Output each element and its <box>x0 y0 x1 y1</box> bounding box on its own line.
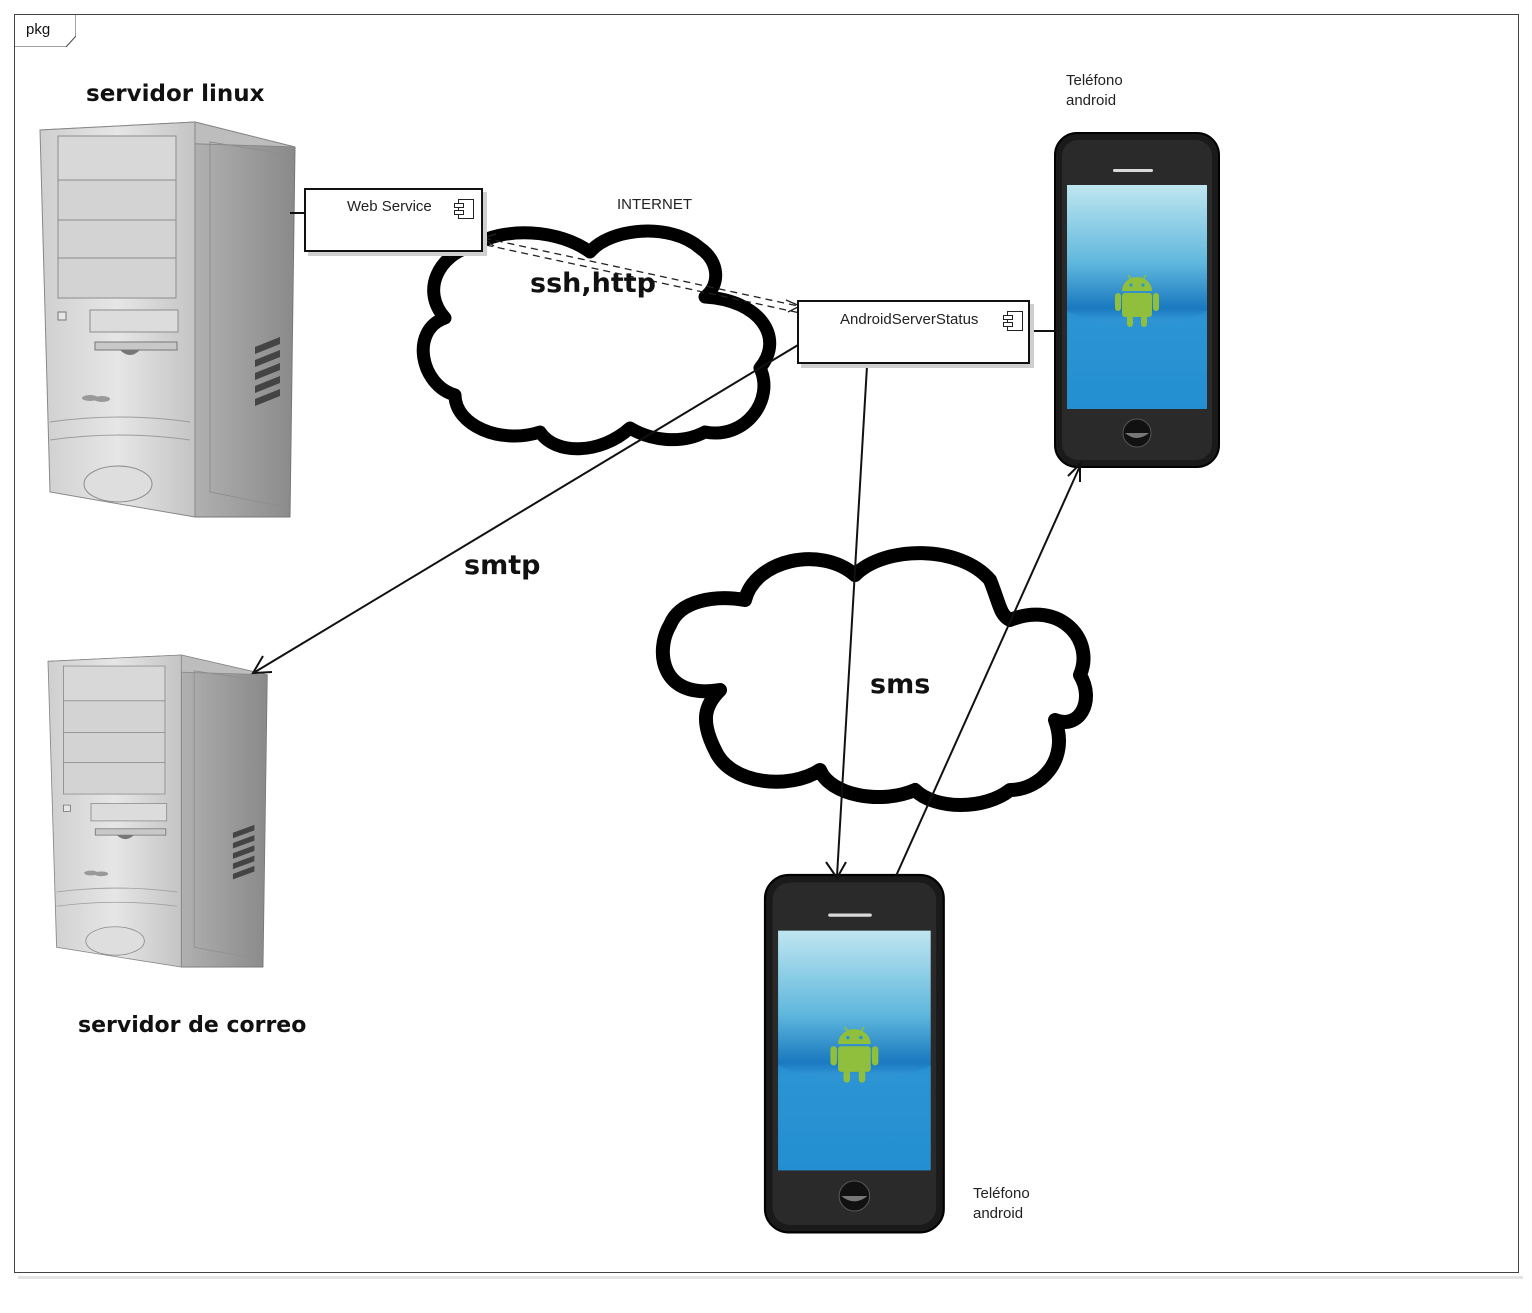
sms-label: sms <box>870 669 931 700</box>
phone-bottom-icon <box>763 873 945 1234</box>
phone-bottom-label-line2: android <box>973 1205 1024 1222</box>
smtp-label: smtp <box>464 550 541 581</box>
sms-cloud-icon <box>655 546 1093 812</box>
pkg-label: pkg <box>26 21 51 38</box>
phone-top-label-line2: android <box>1066 92 1117 109</box>
component-icon <box>1003 311 1023 331</box>
ssh-http-label: ssh,http <box>530 268 656 299</box>
sms-arrow-to-bottom-phone <box>825 365 868 880</box>
phone-bottom-label-line1: Teléfono <box>973 1185 1030 1202</box>
phone-top-label-line1: Teléfono <box>1066 72 1123 89</box>
phone-top-icon <box>1054 132 1220 468</box>
component-icon <box>454 199 474 219</box>
mail-server-title: servidor de correo <box>78 1013 307 1038</box>
sms-arrow-to-top-phone <box>895 461 1081 877</box>
android-server-status-label: AndroidServerStatus <box>840 311 979 328</box>
linux-server-title: servidor linux <box>86 81 265 107</box>
internet-cloud-icon <box>416 224 777 456</box>
mail-server-icon <box>47 654 268 968</box>
internet-label: INTERNET <box>617 196 692 213</box>
pkg-tab <box>14 14 76 47</box>
linux-server-icon <box>39 121 296 518</box>
web-service-label: Web Service <box>347 198 432 215</box>
frame-shadow <box>18 1276 1523 1279</box>
android-server-status-component[interactable]: AndroidServerStatus <box>797 300 1030 364</box>
web-service-component[interactable]: Web Service <box>304 188 483 252</box>
package-frame <box>14 14 1519 1273</box>
smtp-arrow <box>251 344 799 675</box>
